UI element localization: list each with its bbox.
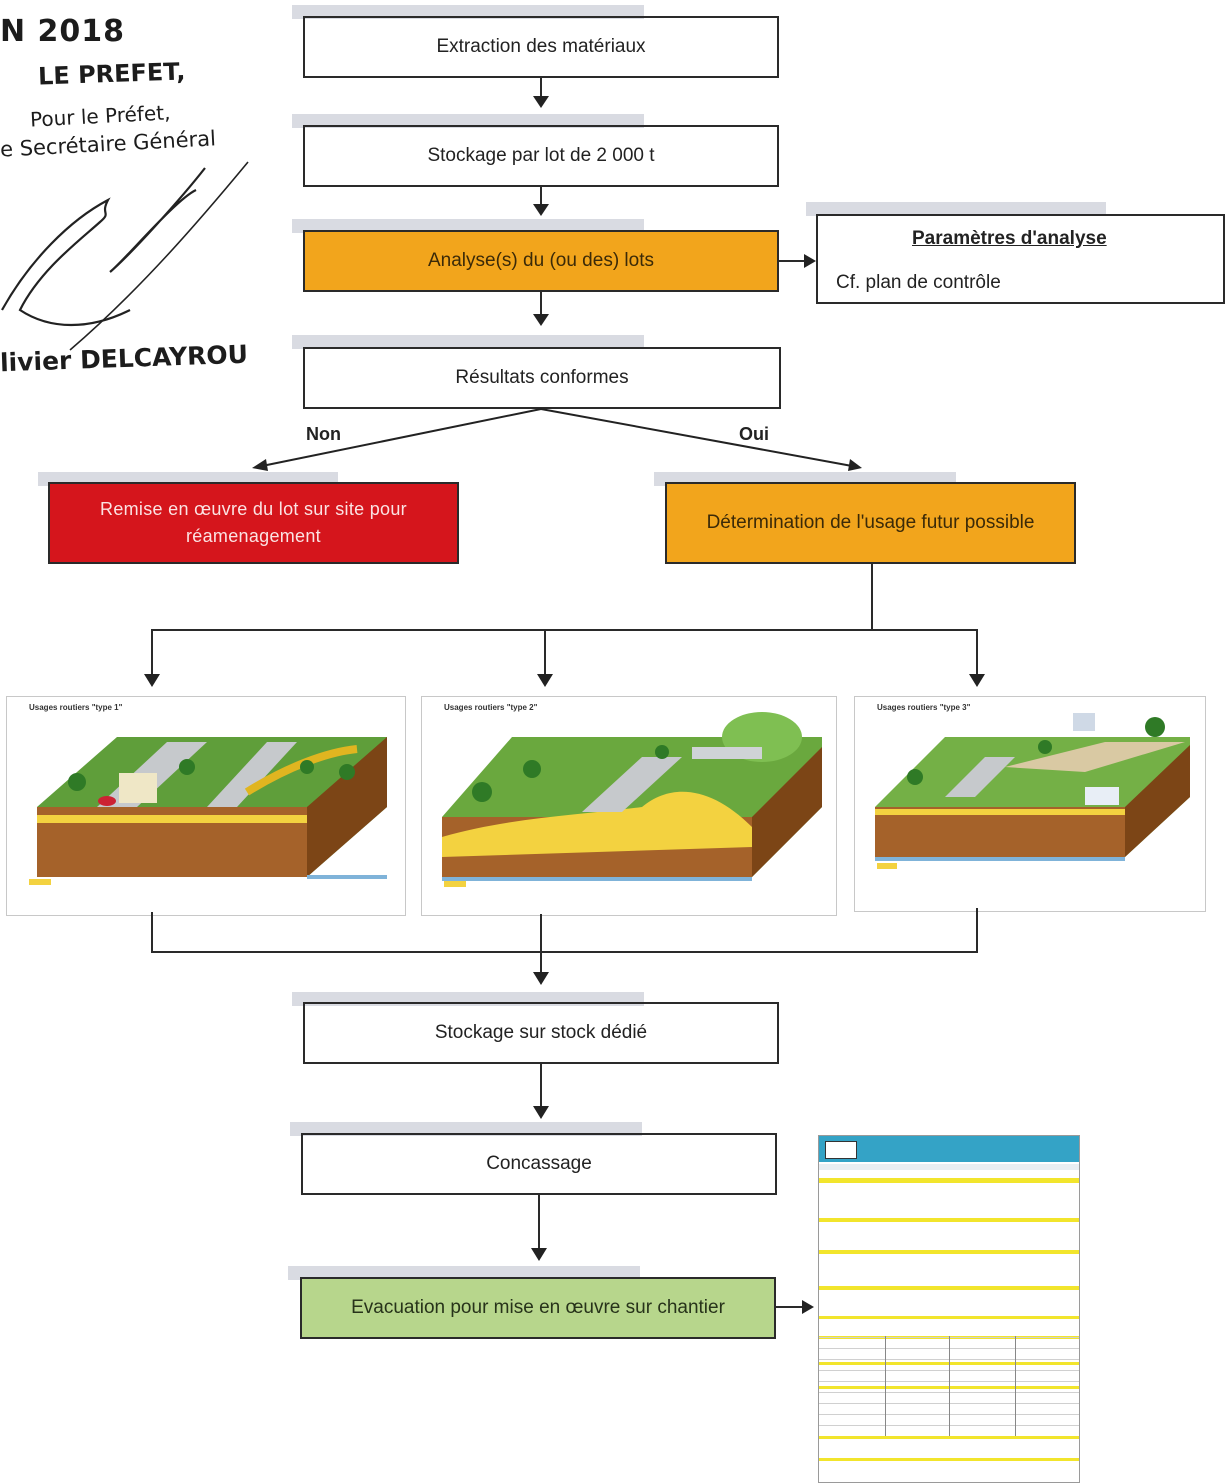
scene-title: Usages routiers "type 1"	[29, 703, 123, 712]
form-header	[819, 1136, 1079, 1162]
box-shadow	[292, 114, 644, 128]
box-shadow	[806, 202, 1106, 216]
connector	[540, 78, 542, 98]
connector	[151, 629, 977, 631]
branch-arrows	[252, 408, 862, 471]
box-resultats: Résultats conformes	[303, 347, 781, 409]
connector	[540, 914, 542, 974]
scene-title: Usages routiers "type 3"	[877, 703, 971, 712]
connector	[151, 951, 978, 953]
box-stockage-dedie: Stockage sur stock dédié	[303, 1002, 779, 1064]
scene-usage-type-2: Usages routiers "type 2"	[421, 696, 837, 916]
arrow-down-icon	[144, 674, 160, 687]
box-analyse: Analyse(s) du (ou des) lots	[303, 230, 779, 292]
road-scene-illustration	[875, 713, 1190, 869]
box-extraction: Extraction des matériaux	[303, 16, 779, 78]
branch-label-non: Non	[306, 424, 341, 444]
connector	[540, 1064, 542, 1108]
box-shadow	[292, 335, 644, 349]
connector	[779, 260, 807, 262]
arrow-down-icon	[533, 204, 549, 216]
box-shadow	[288, 1266, 640, 1280]
connector	[151, 912, 153, 952]
box-determination: Détermination de l'usage futur possible	[665, 482, 1076, 564]
box-concassage: Concassage	[301, 1133, 777, 1195]
form-thumbnail	[818, 1135, 1080, 1483]
arrow-down-icon	[533, 972, 549, 985]
arrow-down-icon	[537, 674, 553, 687]
scene-title: Usages routiers "type 2"	[444, 703, 538, 712]
arrow-down-icon	[969, 674, 985, 687]
arrow-down-icon	[531, 1248, 547, 1261]
arrow-right-icon	[804, 254, 816, 268]
connector	[538, 1195, 540, 1249]
arrow-down-icon	[533, 96, 549, 108]
connector	[976, 908, 978, 952]
box-parametres: Paramètres d'analyse Cf. plan de contrôl…	[816, 214, 1225, 304]
stamp-date: N 2018	[0, 14, 126, 49]
box-shadow	[290, 1122, 642, 1136]
box-shadow	[292, 5, 644, 19]
road-scene-illustration	[29, 737, 387, 885]
connector	[776, 1306, 804, 1308]
parametres-text: Cf. plan de contrôle	[836, 272, 1001, 293]
arrow-right-icon	[802, 1300, 814, 1314]
connector	[871, 564, 873, 630]
box-evacuation: Evacuation pour mise en œuvre sur chanti…	[300, 1277, 776, 1339]
connector	[544, 629, 546, 675]
box-remise: Remise en œuvre du lot sur site pour réa…	[48, 482, 459, 564]
arrow-down-icon	[533, 314, 549, 326]
arrow-down-icon	[533, 1106, 549, 1119]
signature	[1, 161, 249, 351]
connector	[976, 629, 978, 675]
box-shadow	[292, 219, 644, 233]
branch-label-oui: Oui	[739, 424, 769, 444]
connector	[540, 187, 542, 205]
parametres-title: Paramètres d'analyse	[912, 228, 1107, 249]
road-scene-illustration	[442, 712, 822, 887]
connector	[151, 629, 153, 675]
scene-usage-type-1: Usages routiers "type 1"	[6, 696, 406, 916]
box-stockage-lot: Stockage par lot de 2 000 t	[303, 125, 779, 187]
scene-usage-type-3: Usages routiers "type 3"	[854, 696, 1206, 912]
connector	[540, 292, 542, 314]
